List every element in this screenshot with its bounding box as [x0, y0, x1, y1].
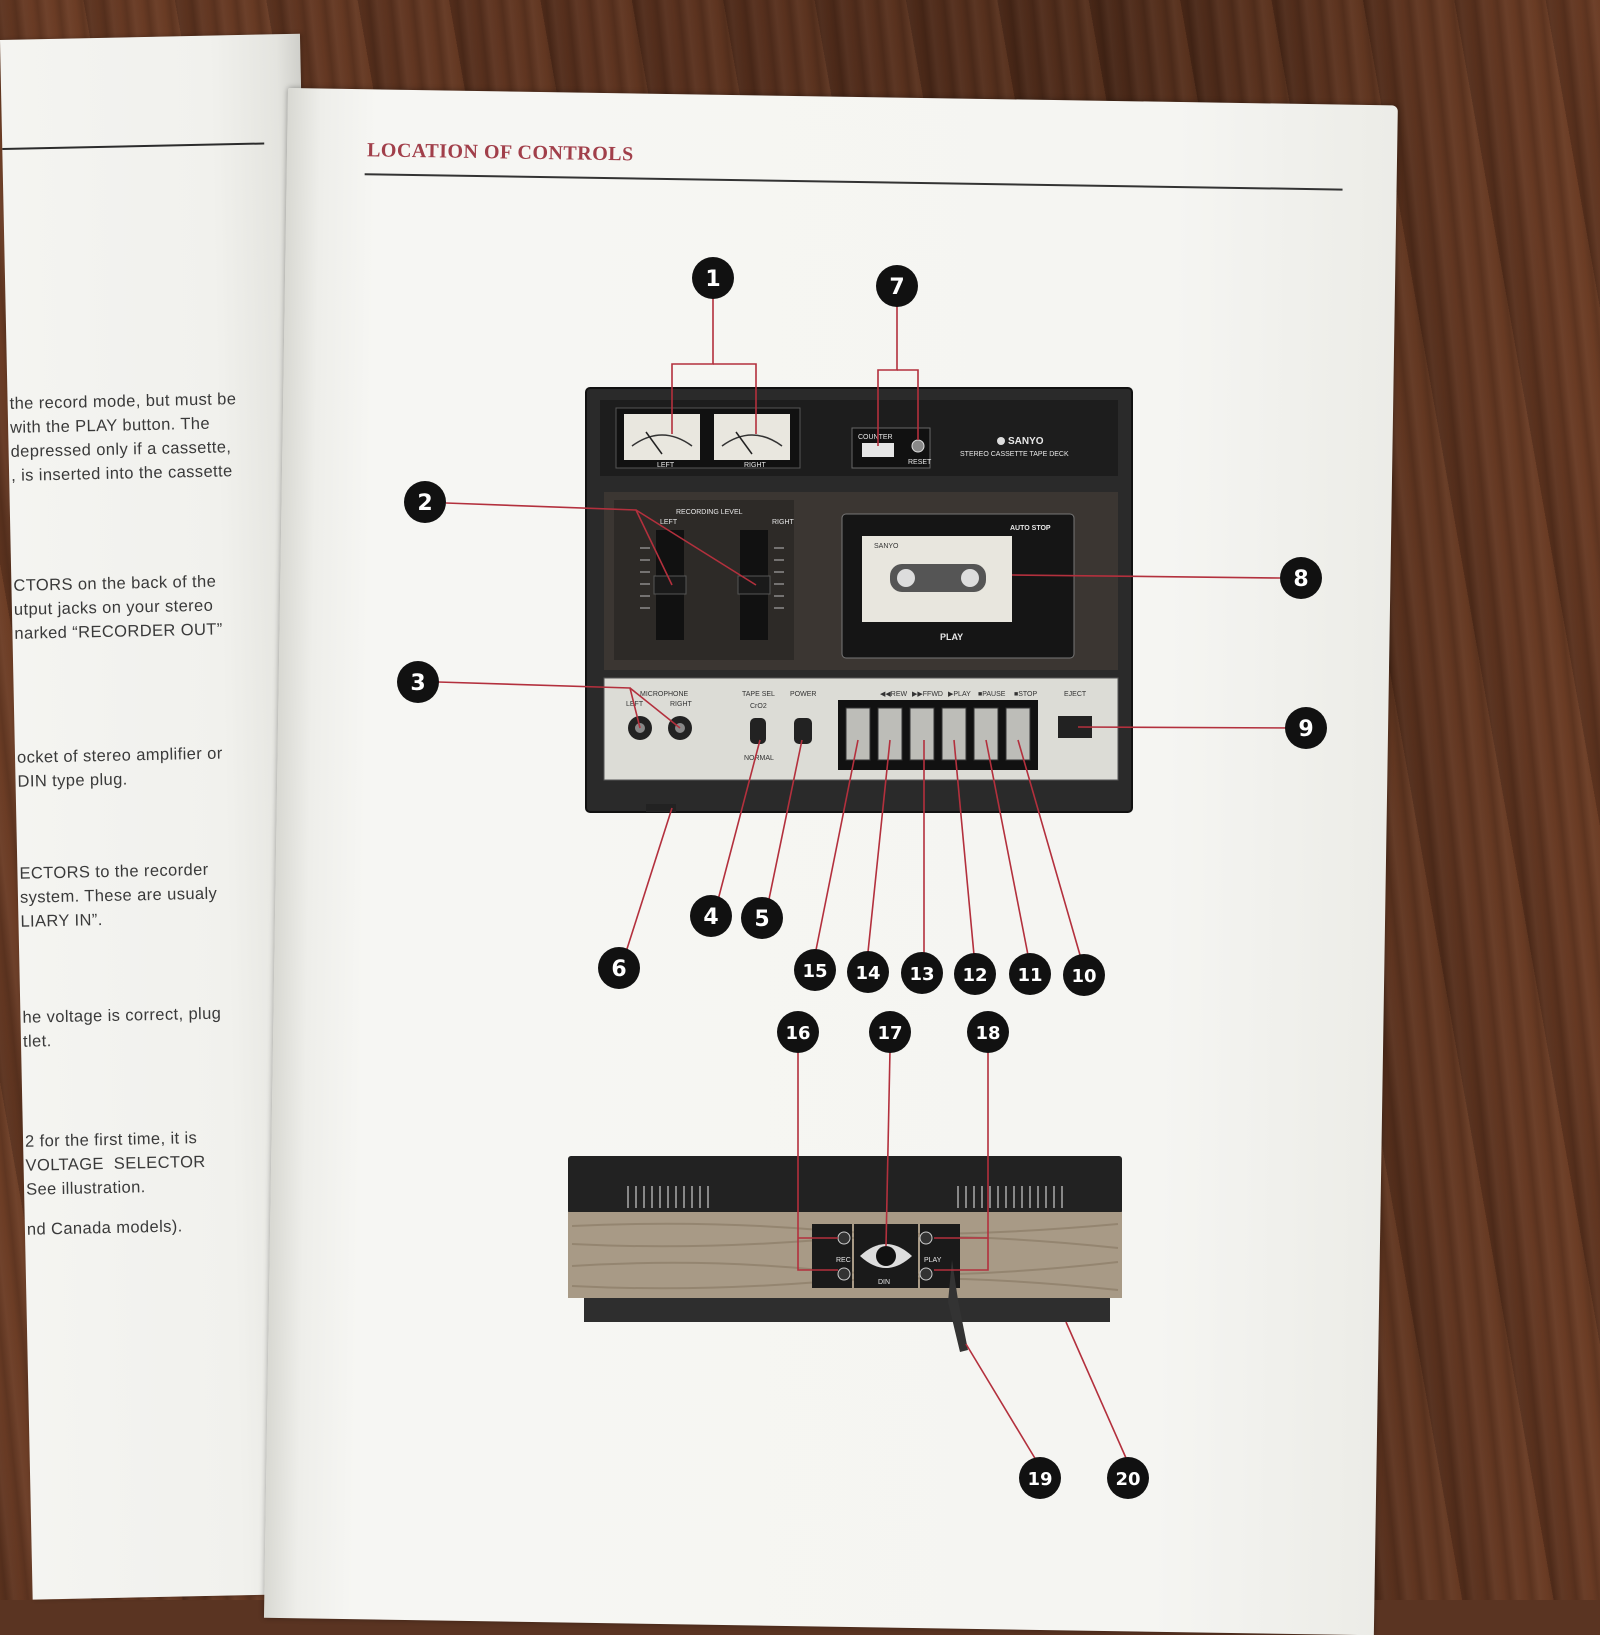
deck-front-illustration: LEFT RIGHT COUNTER RESET SANYO STEREO CA… [585, 387, 1133, 813]
callout-2: 2 [404, 481, 446, 523]
callout-1: 1 [692, 257, 734, 299]
rewind-key [877, 707, 903, 761]
rec-label: REC [836, 1257, 851, 1264]
recording-level-label: RECORDING LEVEL [676, 509, 743, 516]
callout-5: 5 [741, 897, 783, 939]
callout-6: 6 [598, 947, 640, 989]
power-switch [794, 718, 812, 744]
svg-text:4: 4 [703, 905, 718, 930]
callout-20: 20 [1107, 1457, 1149, 1499]
key-label: ■PAUSE [978, 691, 1006, 698]
callout-18: 18 [967, 1011, 1009, 1053]
controls-diagram: LEFT RIGHT COUNTER RESET SANYO STEREO CA… [397, 257, 1327, 1499]
fast-forward-key [909, 707, 935, 761]
brand-label: SANYO [1008, 436, 1044, 447]
svg-text:15: 15 [802, 961, 827, 982]
svg-text:18: 18 [975, 1023, 1000, 1044]
meter-right-label: RIGHT [744, 462, 767, 469]
stop-key [1005, 707, 1031, 761]
callout-14: 14 [847, 951, 889, 993]
callout-9: 9 [1285, 707, 1327, 749]
key-label: ▶PLAY [948, 691, 971, 698]
auto-stop-label: AUTO STOP [1010, 525, 1051, 532]
play-label: PLAY [924, 1257, 942, 1264]
rl-left-label: LEFT [660, 519, 678, 526]
play-key [941, 707, 967, 761]
svg-text:7: 7 [889, 275, 904, 300]
callout-3: 3 [397, 661, 439, 703]
crox-label: CrO2 [750, 703, 767, 710]
mic-right-label: RIGHT [670, 701, 693, 708]
callout-4: 4 [690, 895, 732, 937]
key-label: ■STOP [1014, 691, 1037, 698]
svg-text:17: 17 [877, 1023, 902, 1044]
key-label: ◀◀REW [880, 691, 907, 698]
microphone-label: MICROPHONE [640, 691, 689, 698]
deck-back-illustration: REC DIN PLAY [568, 1156, 1122, 1352]
power-cord [948, 1260, 968, 1352]
model-label: STEREO CASSETTE TAPE DECK [960, 451, 1069, 458]
cassette-brand: SANYO [874, 543, 899, 550]
svg-text:20: 20 [1115, 1469, 1140, 1490]
counter-reset-knob [911, 439, 925, 453]
svg-text:2: 2 [417, 491, 432, 516]
callout-17: 17 [869, 1011, 911, 1053]
svg-text:10: 10 [1071, 966, 1096, 987]
svg-text:6: 6 [611, 957, 626, 982]
svg-text:1: 1 [705, 267, 720, 292]
svg-text:12: 12 [962, 965, 987, 986]
counter-label: COUNTER [858, 434, 893, 441]
record-key [845, 707, 871, 761]
meter-left-label: LEFT [657, 462, 675, 469]
svg-text:19: 19 [1027, 1469, 1052, 1490]
cassette-play-label: PLAY [940, 632, 963, 642]
callout-badges: 1 7 2 8 3 9 4 5 6 15 14 13 12 11 10 16 1… [397, 257, 1327, 1499]
svg-text:3: 3 [410, 671, 425, 696]
leader-lines [437, 298, 1301, 1461]
reset-label: RESET [908, 459, 932, 466]
tape-sel-label: TAPE SEL [742, 691, 775, 698]
svg-text:9: 9 [1298, 717, 1313, 742]
din-label: DIN [878, 1279, 890, 1286]
normal-label: NORMAL [744, 755, 774, 762]
svg-text:11: 11 [1017, 965, 1042, 986]
eject-button [1058, 716, 1092, 738]
svg-text:13: 13 [909, 964, 934, 985]
tape-selector-switch [750, 718, 766, 744]
svg-text:14: 14 [855, 963, 880, 984]
callout-19: 19 [1019, 1457, 1061, 1499]
callout-15: 15 [794, 949, 836, 991]
callout-12: 12 [954, 953, 996, 995]
eject-label: EJECT [1064, 691, 1087, 698]
key-label: ▶▶FFWD [912, 691, 943, 698]
svg-text:8: 8 [1293, 567, 1308, 592]
callout-7: 7 [876, 265, 918, 307]
din-socket [876, 1246, 896, 1266]
callout-8: 8 [1280, 557, 1322, 599]
callout-10: 10 [1063, 954, 1105, 996]
rl-right-label: RIGHT [772, 519, 795, 526]
callout-11: 11 [1009, 953, 1051, 995]
power-label: POWER [790, 691, 816, 698]
svg-text:5: 5 [754, 907, 769, 932]
callout-13: 13 [901, 952, 943, 994]
callout-16: 16 [777, 1011, 819, 1053]
svg-text:16: 16 [785, 1023, 810, 1044]
pause-key [973, 707, 999, 761]
